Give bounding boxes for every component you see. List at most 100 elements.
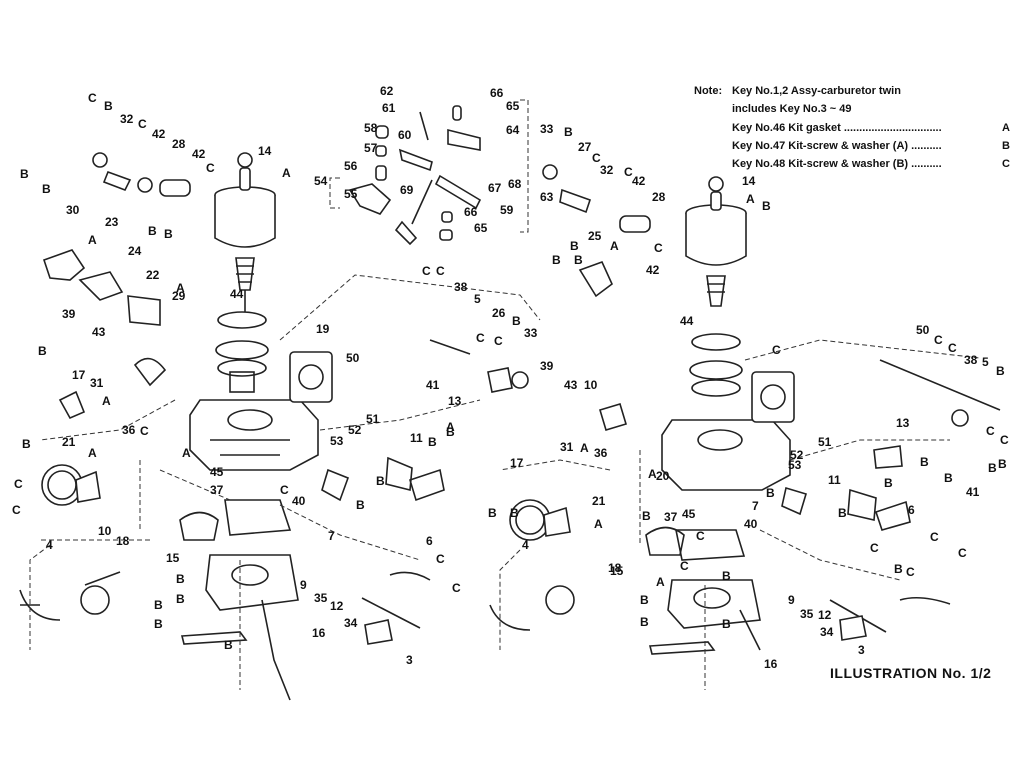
callout-left-77: 33 <box>524 326 538 340</box>
callout-left-8: 14 <box>258 144 272 158</box>
callout-right-12: 25 <box>588 229 602 243</box>
callout-top-12: 67 <box>488 181 502 195</box>
callout-left-48: B <box>154 598 163 612</box>
callout-left-69: 41 <box>426 378 440 392</box>
callout-left-5: 28 <box>172 137 186 151</box>
callout-left-22: 19 <box>316 322 330 336</box>
callout-right-43: 16 <box>764 657 778 671</box>
callout-left-62: C <box>436 552 445 566</box>
callout-left-44: 40 <box>292 494 306 508</box>
callout-right-38: A <box>656 575 665 589</box>
callout-right-40: B <box>640 615 649 629</box>
callout-right-80: B <box>998 457 1007 471</box>
callout-right-71: 50 <box>916 323 930 337</box>
callout-right-69: 41 <box>966 485 980 499</box>
callout-left-59: 11 <box>410 431 423 445</box>
callout-right-10: B <box>762 199 771 213</box>
callout-left-20: 44 <box>230 287 244 301</box>
callout-left-12: 30 <box>66 203 80 217</box>
callout-right-4: 32 <box>600 163 614 177</box>
callout-top-13: 68 <box>508 177 522 191</box>
callout-left-11: B <box>42 182 51 196</box>
callout-left-17: B <box>148 224 157 238</box>
callout-right-8: 14 <box>742 174 756 188</box>
note-line-3: Key No.46 Kit gasket ...................… <box>732 122 942 134</box>
callout-left-79: C <box>494 334 503 348</box>
note-line-1: Key No.1,2 Assy-carburetor twin <box>732 85 901 97</box>
callout-left-19: 29 <box>172 289 186 303</box>
callout-right-79: B <box>988 461 997 475</box>
callout-left-30: 36 <box>122 423 136 437</box>
callout-right-36: 18 <box>608 561 622 575</box>
callout-left-74: 5 <box>474 292 481 306</box>
callout-left-26: B <box>38 344 47 358</box>
right-carburetor-drawing <box>489 164 1001 690</box>
callout-right-37: 15 <box>610 564 624 578</box>
callout-left-55: 34 <box>344 616 358 630</box>
callout-right-61: 6 <box>908 503 915 517</box>
callout-left-2: 32 <box>120 112 134 126</box>
callout-top-14: 66 <box>464 205 478 219</box>
callout-right-2: 27 <box>578 140 592 154</box>
callout-top-5: 57 <box>364 141 378 155</box>
callout-right-30: B <box>642 509 651 523</box>
callout-right-50: 12 <box>818 608 832 622</box>
callout-left-52: 9 <box>300 578 307 592</box>
callout-left-3: C <box>138 117 147 131</box>
callout-left-50: B <box>224 638 233 652</box>
callout-left-49: B <box>154 617 163 631</box>
callout-right-39: B <box>640 593 649 607</box>
callout-right-14: B <box>552 253 561 267</box>
callout-right-47: B <box>838 506 847 520</box>
callout-right-65: 53 <box>788 458 802 472</box>
callout-left-4: 42 <box>152 127 166 141</box>
note-code-b: B <box>1002 140 1010 152</box>
callout-top-7: 54 <box>314 174 328 188</box>
callout-top-1: 61 <box>382 101 396 115</box>
callout-right-18: 44 <box>680 314 694 328</box>
callout-left-35: C <box>14 477 23 491</box>
callout-left-7: C <box>206 161 215 175</box>
callout-top-2: 66 <box>490 86 504 100</box>
callout-left-66: 53 <box>330 434 344 448</box>
callout-right-1: B <box>564 125 573 139</box>
callout-right-31: 37 <box>664 510 678 524</box>
callout-left-21: A <box>176 281 185 295</box>
callout-right-74: 38 <box>964 353 978 367</box>
callout-left-16: 22 <box>146 268 160 282</box>
callout-right-11: B <box>570 239 579 253</box>
callout-left-68: B <box>446 425 455 439</box>
callout-left-72: C <box>436 264 445 278</box>
callout-right-20: 43 <box>564 378 578 392</box>
callout-right-45: C <box>696 529 705 543</box>
callout-left-73: 38 <box>454 280 468 294</box>
callout-right-53: C <box>870 541 879 555</box>
callout-right-19: 39 <box>540 359 554 373</box>
callout-left-37: 10 <box>98 524 112 538</box>
callout-left-58: 6 <box>426 534 433 548</box>
callout-left-56: 3 <box>406 653 413 667</box>
callout-right-3: C <box>592 151 601 165</box>
callout-top-10: 69 <box>400 183 414 197</box>
callout-left-71: C <box>422 264 431 278</box>
callout-right-62: C <box>930 530 939 544</box>
callout-right-27: B <box>510 506 519 520</box>
callout-right-41: B <box>722 569 731 583</box>
callout-right-52: 3 <box>858 643 865 657</box>
callout-left-32: B <box>22 437 31 451</box>
note-block: Note: Key No.1,2 Assy-carburetor twin in… <box>694 85 1010 170</box>
callout-right-7: 28 <box>652 190 666 204</box>
callout-left-23: 50 <box>346 351 360 365</box>
callout-right-32: 45 <box>682 507 696 521</box>
callout-left-9: A <box>282 166 291 180</box>
callout-right-26: B <box>488 506 497 520</box>
callout-left-63: C <box>452 581 461 595</box>
callout-left-6: 42 <box>192 147 206 161</box>
note-line-4: Key No.47 Kit-screw & washer (A) .......… <box>732 140 942 152</box>
callout-right-75: 5 <box>982 355 989 369</box>
callout-left-80: A <box>446 420 455 434</box>
callout-right-68: B <box>944 471 953 485</box>
callout-left-27: 17 <box>72 368 86 382</box>
callout-left-75: 26 <box>492 306 506 320</box>
